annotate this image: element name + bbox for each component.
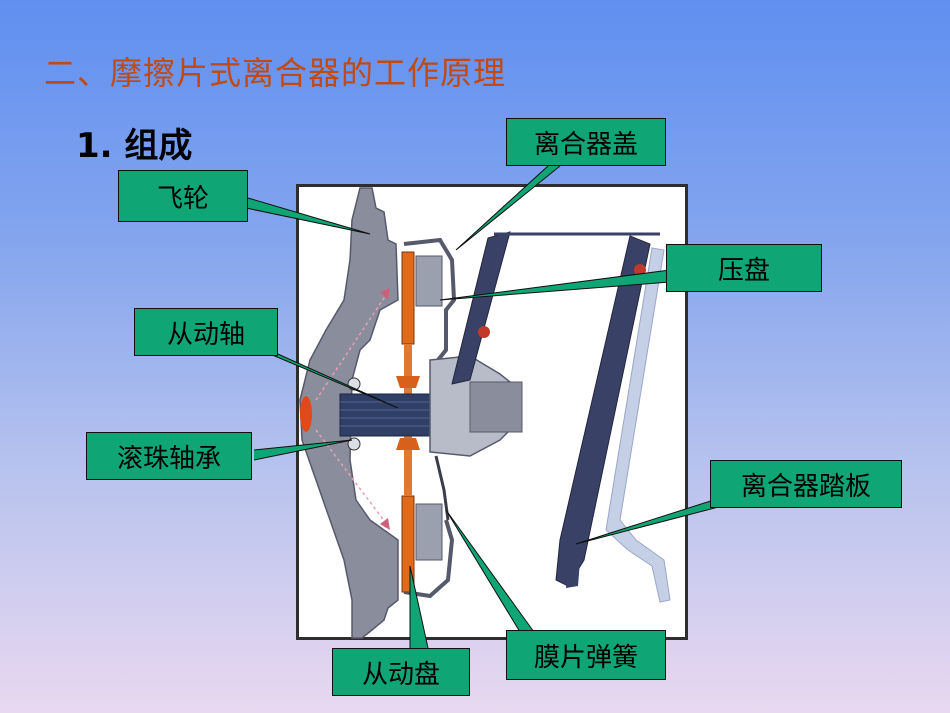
label-diaphragm-spring: 膜片弹簧	[506, 630, 666, 680]
pressure-plate-bottom	[415, 503, 443, 561]
label-driven-shaft: 从动轴	[134, 308, 278, 356]
disc-hub-bottom	[396, 438, 420, 450]
driven-shaft-shape	[339, 393, 441, 437]
release-fork	[451, 231, 511, 385]
pressure-plate-top	[415, 255, 443, 307]
label-clutch-pedal: 离合器踏板	[710, 460, 902, 508]
callout-driven-shaft	[259, 345, 399, 409]
callout-clutch-pedal	[575, 497, 731, 545]
pedal-foot	[566, 536, 582, 588]
label-clutch-cover: 离合器盖	[506, 118, 666, 166]
section-heading: 1. 组成	[76, 126, 193, 166]
label-flywheel: 飞轮	[118, 170, 248, 222]
clutch-cover-shape	[403, 237, 457, 362]
diaphragm-spring-shape	[434, 455, 450, 521]
pedal-ghost	[605, 247, 671, 603]
friction-lining-top	[401, 251, 415, 345]
callout-flywheel	[245, 197, 371, 235]
callout-diaphragm-spring	[445, 509, 535, 633]
label-ball-bearing: 滚珠轴承	[86, 432, 252, 480]
callout-ball-bearing	[253, 439, 353, 461]
disc-hub-top	[396, 376, 420, 388]
callout-clutch-cover	[455, 165, 561, 251]
slide-title: 二、摩擦片式离合器的工作原理	[44, 54, 507, 92]
callout-driven-disc	[409, 565, 429, 649]
callout-pressure-plate	[439, 269, 671, 301]
bearing-bottom	[347, 437, 361, 451]
label-driven-disc: 从动盘	[332, 648, 470, 696]
label-pressure-plate: 压盘	[666, 244, 822, 292]
